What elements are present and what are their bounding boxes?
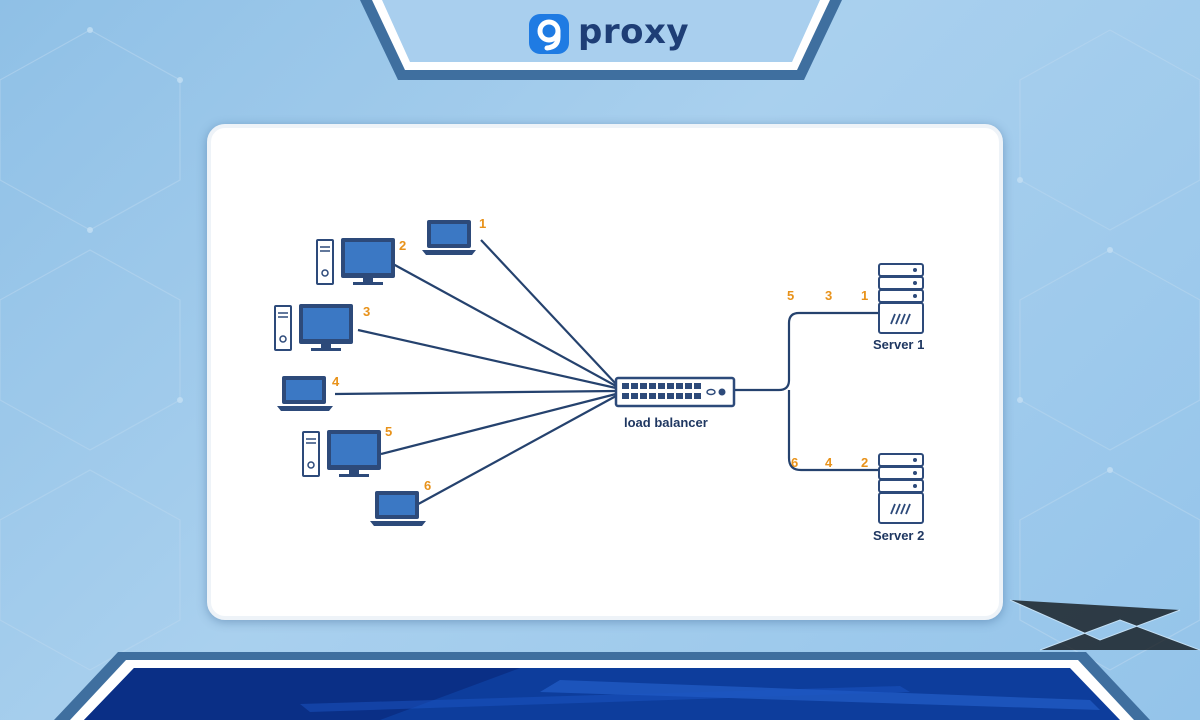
client-5-desktop-icon xyxy=(302,430,381,477)
client-2-number: 2 xyxy=(399,238,406,253)
client-2-desktop-icon xyxy=(316,238,395,285)
client-6-number: 6 xyxy=(424,478,431,493)
link-client-4 xyxy=(334,389,617,396)
client-5-number: 5 xyxy=(385,424,392,439)
server-1-request-b: 3 xyxy=(825,288,832,303)
client-1-number: 1 xyxy=(479,216,486,231)
load-balancer-label: load balancer xyxy=(624,415,708,430)
link-client-1 xyxy=(480,239,617,385)
link-balancer-servers xyxy=(731,311,879,472)
link-client-6 xyxy=(410,395,617,509)
server-2-label: Server 2 xyxy=(873,528,924,543)
client-4-laptop-icon xyxy=(277,376,333,411)
client-4-number: 4 xyxy=(332,374,340,389)
server-2-request-a: 6 xyxy=(791,455,798,470)
server-2-icon xyxy=(878,453,924,524)
link-client-5 xyxy=(380,392,617,456)
diagram-card: 1 2 3 4 5 6 load balancer xyxy=(207,124,1003,620)
bottom-decorative-band xyxy=(54,652,1150,720)
load-balancer-switch-icon xyxy=(614,376,736,408)
client-1-laptop-icon xyxy=(422,220,476,255)
server-1-icon xyxy=(878,263,924,334)
server-1-label: Server 1 xyxy=(873,337,924,352)
server-1-request-a: 5 xyxy=(787,288,794,303)
link-client-2 xyxy=(392,263,617,387)
proxy-logo-icon xyxy=(529,14,569,54)
top-header-tab xyxy=(360,0,842,80)
server-2-request-b: 4 xyxy=(825,455,833,470)
brand-name: proxy xyxy=(578,12,690,52)
load-balancer-diagram: 1 2 3 4 5 6 load balancer xyxy=(274,216,924,543)
client-3-number: 3 xyxy=(363,304,370,319)
brand-logo[interactable]: proxy xyxy=(528,12,689,56)
client-6-laptop-icon xyxy=(370,491,426,526)
server-2-request-c: 2 xyxy=(861,455,868,470)
link-client-3 xyxy=(357,328,617,390)
server-1-request-c: 1 xyxy=(861,288,868,303)
client-3-desktop-icon xyxy=(274,304,353,351)
client-links xyxy=(334,239,879,509)
